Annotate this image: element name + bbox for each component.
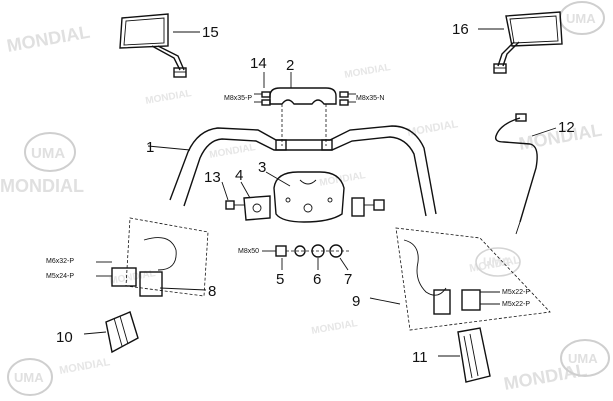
uma-logo-text: UMA <box>31 145 65 162</box>
uma-logo: UMA <box>24 132 76 172</box>
callout-16: 16 <box>452 21 469 38</box>
spec-label-top-right: M8x35-N <box>356 95 384 102</box>
part-16-right-mirror <box>478 11 563 74</box>
callout-8: 8 <box>208 283 216 300</box>
callout-3: 3 <box>258 159 266 176</box>
right-switch-group <box>369 227 551 331</box>
part-4-clamp-bracket <box>240 181 271 221</box>
watermark-brand: MONDIAL <box>209 142 257 161</box>
center-fasteners <box>262 244 350 271</box>
callout-13: 13 <box>204 169 221 186</box>
uma-logo-text: UMA <box>568 351 598 366</box>
left-switch-group <box>96 217 209 297</box>
spec-label-right-2: M5x22-P <box>502 301 530 308</box>
spec-label-center: M8x50 <box>238 248 259 255</box>
callout-12: 12 <box>558 119 575 136</box>
spec-label-top-left: M8x35-P <box>224 95 252 102</box>
watermark-brand: MONDIAL <box>5 22 91 56</box>
uma-logo-text: UMA <box>14 370 44 385</box>
part-11-right-grip <box>438 327 491 383</box>
uma-logo: UMA <box>7 358 53 396</box>
part-15-left-mirror <box>119 13 200 78</box>
part-3-riser-plate <box>265 171 345 223</box>
watermark-brand: MONDIAL <box>0 176 84 196</box>
part-12-cable <box>494 113 557 235</box>
callout-14: 14 <box>250 55 267 72</box>
uma-logo: UMA <box>475 247 521 277</box>
uma-logo: UMA <box>560 339 610 377</box>
watermark-brand: MONDIAL <box>145 88 193 107</box>
callout-11: 11 <box>412 349 428 366</box>
watermark-brand: MONDIAL <box>311 318 359 337</box>
watermark-brand: MONDIAL <box>406 118 459 139</box>
part-14-bolts <box>254 72 356 106</box>
callout-9: 9 <box>352 293 360 310</box>
part-13-bolt <box>221 181 244 210</box>
right-bracket-pieces <box>351 197 385 217</box>
part-10-left-grip <box>83 311 139 354</box>
part-1-handlebar <box>147 125 437 217</box>
callout-15: 15 <box>202 24 219 41</box>
callout-2: 2 <box>286 57 294 74</box>
part-2-top-clamp <box>269 72 337 146</box>
watermark-brand: MONDIAL <box>109 268 157 287</box>
spec-label-left-2: M5x24-P <box>46 273 74 280</box>
watermark-brand: MONDIAL <box>344 62 392 81</box>
callout-6: 6 <box>313 271 321 288</box>
uma-logo: UMA <box>559 1 605 35</box>
callout-1: 1 <box>146 139 154 156</box>
callout-10: 10 <box>56 329 73 346</box>
callout-7: 7 <box>344 271 352 288</box>
callout-5: 5 <box>276 271 284 288</box>
watermark-brand: MONDIAL <box>58 356 111 377</box>
callout-4: 4 <box>235 167 243 184</box>
spec-label-left-1: M6x32-P <box>46 258 74 265</box>
spec-label-right-1: M5x22-P <box>502 289 530 296</box>
uma-logo-text: UMA <box>483 255 511 269</box>
uma-logo-text: UMA <box>566 11 596 26</box>
